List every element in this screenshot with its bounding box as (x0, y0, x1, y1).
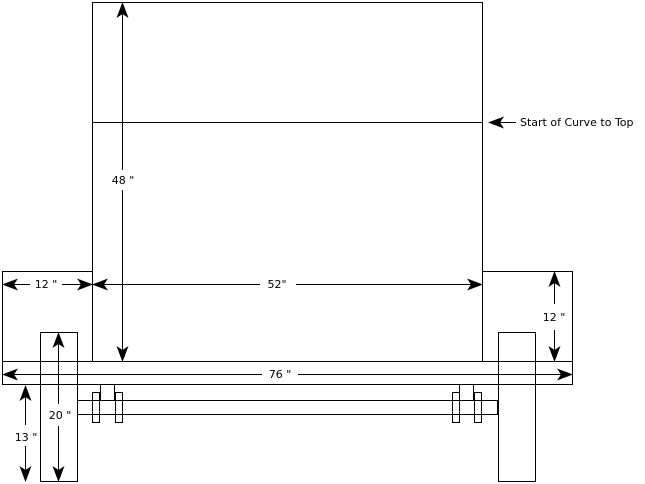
dimension-13: 13 " (15, 385, 38, 482)
right-bracket-leg-a (452, 392, 460, 423)
curve-start-label: Start of Curve to Top (520, 116, 634, 129)
dimension-12-side-label: 12 " (35, 278, 58, 291)
dimension-48: 48 " (112, 2, 135, 362)
dimension-52: 52" (92, 278, 483, 291)
left-bracket-top (100, 384, 115, 401)
dimension-76: 76 " (2, 368, 573, 381)
dimension-20: 20 " (44, 332, 74, 482)
dimension-12-height-label: 12 " (543, 311, 566, 324)
dimension-20-label: 20 " (49, 409, 72, 422)
dimension-12-side: 12 " (2, 278, 93, 291)
axle (77, 400, 498, 415)
curve-start-callout: Start of Curve to Top (488, 116, 634, 129)
back-panel (92, 2, 483, 362)
dimension-76-label: 76 " (269, 368, 292, 381)
dimension-13-label: 13 " (15, 431, 38, 444)
right-bracket-top (459, 384, 474, 401)
dimension-48-label: 48 " (112, 174, 135, 187)
left-bracket-leg-b (115, 392, 123, 423)
left-bracket-leg-a (92, 392, 100, 423)
dimension-12-height: 12 " (543, 271, 566, 362)
right-wheel (498, 332, 536, 482)
right-bracket-leg-b (474, 392, 482, 423)
dimension-52-label: 52" (267, 278, 286, 291)
